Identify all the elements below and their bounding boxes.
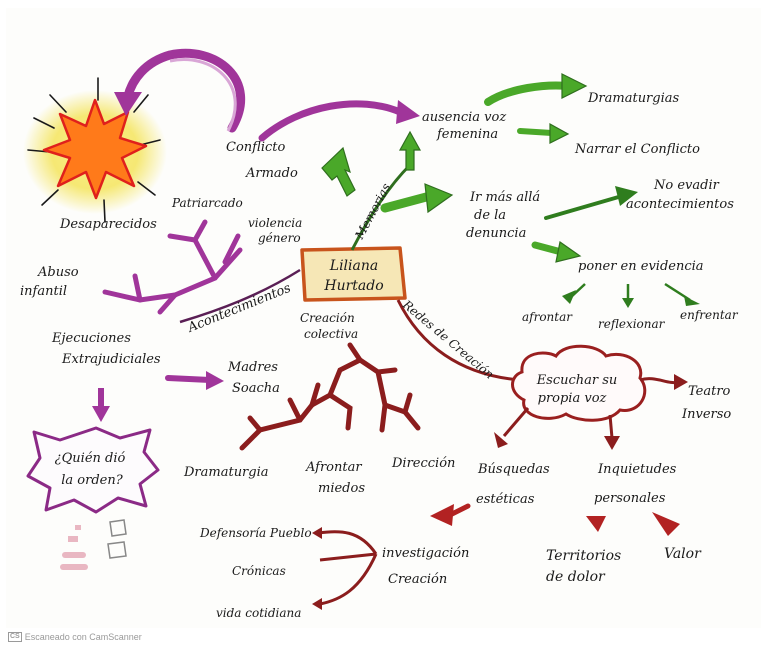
escuchar-cloud: Escuchar su propia voz: [511, 344, 647, 422]
node-investigacion-2: Creación: [388, 572, 447, 587]
ir-noevadir-arrow: [544, 186, 638, 220]
node-conflicto-1: Conflicto: [226, 140, 285, 155]
node-territorios-1: Territorios: [546, 548, 621, 564]
redes-branch: Redes de Creación: [396, 297, 521, 382]
node-investigacion-1: investigación: [382, 546, 469, 561]
node-escuchar-1: Escuchar su: [536, 373, 618, 388]
node-defensoria: Defensoría Pueblo: [199, 526, 312, 540]
node-busquedas-2: estéticas: [476, 492, 535, 507]
ejecuciones-madres-arrow: [165, 371, 224, 390]
escuchar-children-arrows: [494, 407, 620, 450]
node-abuso-1: Abuso: [37, 265, 79, 280]
node-quien-1: ¿Quién dió: [55, 451, 126, 466]
node-busquedas-1: Búsquedas: [477, 462, 550, 477]
node-ejecuciones-2: Extrajudiciales: [61, 352, 161, 367]
node-escuchar-2: propia voz: [538, 391, 607, 406]
node-ir-3: denuncia: [466, 226, 526, 241]
ausencia-narrar-arrow: [517, 122, 570, 144]
branch-redes-1: Redes de Creación: [399, 297, 496, 382]
center-line1: Liliana: [329, 258, 378, 274]
node-teatro-2: Inverso: [681, 407, 731, 422]
megaphone-icon: [60, 519, 127, 570]
escuchar-teatro-arrow: [639, 374, 688, 390]
node-quien-2: la orden?: [61, 473, 123, 488]
ausencia-dramaturgias-arrow: [484, 73, 588, 106]
node-ausencia-1: ausencia voz: [422, 110, 506, 125]
camscanner-logo: CS: [8, 632, 22, 642]
node-ir-2: de la: [474, 208, 506, 223]
node-violencia-1: violencia: [248, 216, 302, 230]
node-madres-2: Soacha: [232, 381, 280, 396]
node-dramaturgia: Dramaturgia: [183, 465, 269, 480]
node-madres-1: Madres: [227, 360, 278, 375]
node-afrontar: afrontar: [522, 310, 573, 324]
memorias-branch: Memorias: [321, 130, 454, 251]
node-ejecuciones-1: Ejecuciones: [51, 331, 131, 346]
node-inquietudes-2: personales: [594, 491, 666, 506]
poner-children-arrows: [562, 282, 700, 308]
investigacion-bracket: [317, 530, 378, 606]
node-vida: vida cotidiana: [216, 606, 301, 620]
center-line2: Hurtado: [323, 278, 383, 294]
conflicto-ausencia-arrow: [258, 100, 420, 142]
brown-tree: [239, 342, 421, 451]
camscanner-footer: CS Escaneado con CamScanner: [8, 632, 142, 642]
camscanner-text: Escaneado con CamScanner: [24, 632, 142, 642]
node-enfrentar: enfrentar: [680, 308, 739, 322]
branch-creacion-1: Creación: [300, 311, 355, 325]
node-noevadir-2: acontecimientos: [626, 197, 734, 212]
center-node: Liliana Hurtado: [300, 246, 407, 302]
node-noevadir-1: No evadir: [653, 178, 720, 193]
node-patriarcado: Patriarcado: [171, 196, 243, 210]
conflicto-arrow: [114, 48, 246, 133]
ejecuciones-quien-arrow: [92, 388, 110, 422]
node-reflexionar: reflexionar: [598, 317, 666, 331]
ir-poner-arrow: [531, 240, 582, 263]
node-ir-1: Ir más allá: [469, 190, 540, 205]
node-cronicas: Crónicas: [232, 564, 286, 578]
busquedas-investigacion-arrow: [430, 503, 471, 526]
node-dramaturgias: Dramaturgias: [587, 91, 680, 106]
node-desaparecidos: Desaparecidos: [59, 217, 157, 232]
acontecimientos-branch: Acontecimientos: [179, 268, 301, 336]
branch-creacion-2: colectiva: [304, 327, 358, 341]
purple-tree: [102, 219, 243, 315]
node-direccion: Dirección: [391, 456, 455, 471]
explosion-icon: [23, 77, 167, 223]
node-poner: poner en evidencia: [578, 259, 704, 274]
node-abuso-2: infantil: [20, 284, 67, 299]
node-teatro-1: Teatro: [688, 384, 731, 399]
node-ausencia-2: femenina: [436, 127, 498, 142]
node-afrontar-miedos-2: miedos: [318, 481, 365, 496]
node-narrar: Narrar el Conflicto: [574, 142, 700, 157]
inquietudes-children-arrows: [586, 512, 680, 536]
investigacion-arrowheads: [312, 527, 322, 610]
node-afrontar-miedos-1: Afrontar: [305, 460, 362, 475]
node-territorios-2: de dolor: [546, 569, 606, 585]
node-violencia-2: género: [258, 231, 301, 245]
branch-acontecimientos: Acontecimientos: [185, 281, 293, 336]
node-valor: Valor: [664, 546, 702, 562]
quien-bubble: ¿Quién dió la orden?: [26, 426, 160, 514]
node-inquietudes-1: Inquietudes: [597, 462, 677, 477]
node-conflicto-2: Armado: [245, 166, 298, 181]
